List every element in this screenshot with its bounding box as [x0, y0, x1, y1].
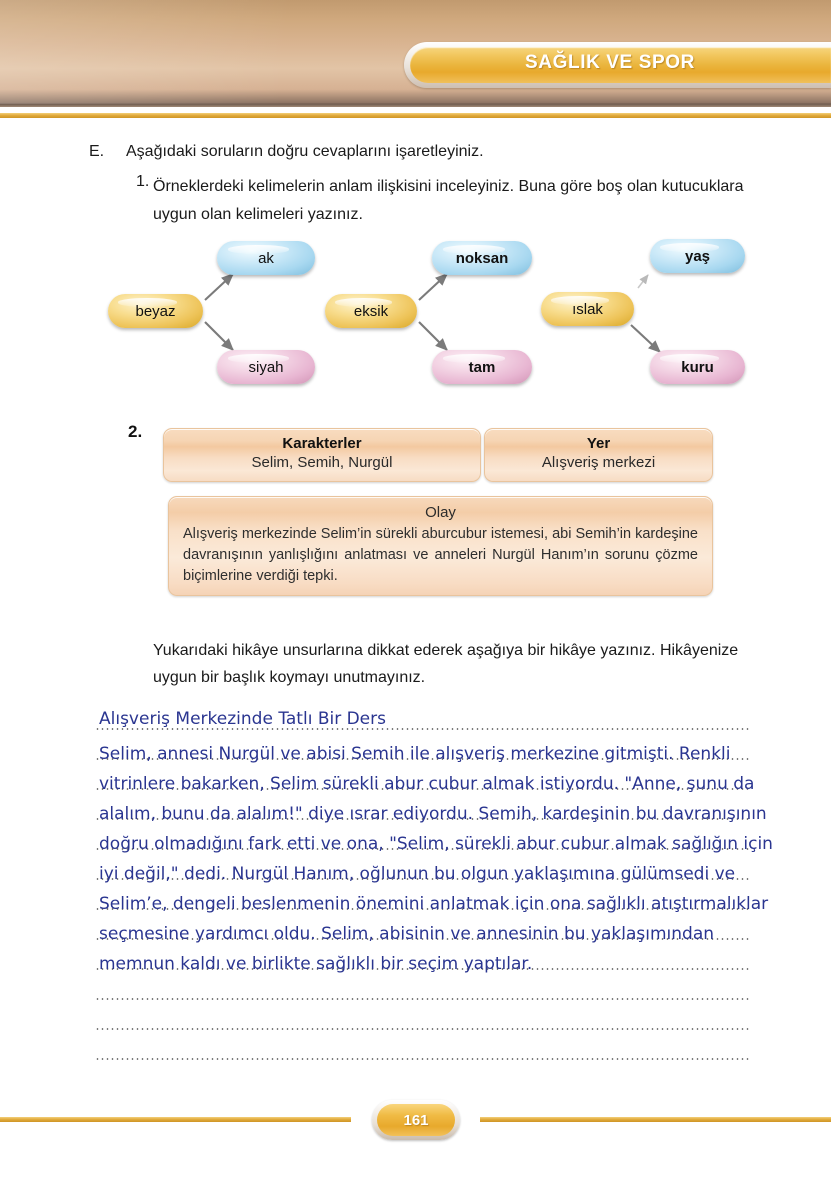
unit-title-capsule-inner: [410, 47, 831, 83]
header-rule-gold: [0, 113, 831, 118]
exercise-letter: E.: [89, 143, 105, 160]
word-pill-source-2: eksik: [325, 294, 417, 328]
word-pill-synonym-3[interactable]: yaş: [650, 239, 745, 273]
word-pill-source-1: beyaz: [108, 294, 203, 328]
footer-rule-right: [480, 1117, 831, 1122]
writing-line[interactable]: [95, 878, 751, 880]
question-1-instruction: Örneklerdeki kelimelerin anlam ilişkisin…: [153, 178, 744, 223]
answer-title[interactable]: Alışveriş Merkezinde Tatlı Bir Ders: [99, 709, 386, 729]
word-pill-antonym-2-label: tam: [468, 358, 496, 376]
word-pill-synonym-1[interactable]: ak: [217, 241, 315, 275]
event-box: Olay Alışveriş merkezinde Selim’in sürek…: [168, 496, 713, 596]
word-pill-synonym-1-label: ak: [258, 249, 274, 267]
writing-line[interactable]: [95, 818, 751, 820]
page-number: 161: [377, 1104, 455, 1136]
word-pill-antonym-3-label: kuru: [681, 358, 714, 376]
question-2-number: 2.: [128, 422, 143, 441]
word-pill-source-2-label: eksik: [353, 302, 389, 320]
word-pill-antonym-2[interactable]: tam: [432, 350, 532, 384]
word-pill-synonym-3-label: yaş: [684, 247, 711, 265]
exercise-instruction: Aşağıdaki soruların doğru cevaplarını iş…: [126, 143, 484, 160]
writing-line[interactable]: [95, 728, 751, 730]
word-pill-antonym-3[interactable]: kuru: [650, 350, 745, 384]
question-1-number: 1.: [136, 173, 150, 190]
answer-body[interactable]: Selim, annesi Nurgül ve abisi Semih ile …: [99, 744, 773, 974]
writing-line[interactable]: [95, 1028, 751, 1030]
writing-line[interactable]: [95, 908, 751, 910]
word-pill-source-3-label: ıslak: [572, 300, 603, 318]
word-pill-synonym-2[interactable]: noksan: [432, 241, 532, 275]
characters-box-title: Karakterler: [282, 435, 362, 452]
writing-line[interactable]: [95, 758, 751, 760]
writing-instruction: Yukarıdaki hikâye unsurlarına dikkat ede…: [153, 642, 739, 686]
event-box-text: Alışveriş merkezinde Selim’in sürekli ab…: [183, 526, 698, 584]
place-box-value: Alışveriş merkezi: [541, 454, 656, 471]
footer-rule-left: [0, 1117, 351, 1122]
event-box-title: Olay: [425, 504, 456, 521]
header-rule-dark: [0, 104, 831, 107]
unit-title: SAĞLIK VE SPOR: [525, 52, 695, 73]
word-pill-source-3: ıslak: [541, 292, 634, 326]
header-rule-gold-underline: [0, 118, 831, 120]
place-box: Yer Alışveriş merkezi: [484, 428, 713, 482]
word-pill-synonym-2-label: noksan: [455, 249, 509, 267]
characters-box: Karakterler Selim, Semih, Nurgül: [163, 428, 481, 482]
writing-line[interactable]: [95, 968, 751, 970]
writing-line[interactable]: [95, 788, 751, 790]
writing-line[interactable]: [95, 998, 751, 1000]
writing-line[interactable]: [95, 848, 751, 850]
header-rule-white: [0, 107, 831, 113]
word-pill-antonym-1-label: siyah: [248, 358, 284, 376]
word-pill-source-1-label: beyaz: [135, 302, 176, 320]
place-box-title: Yer: [586, 435, 611, 452]
word-pill-antonym-1[interactable]: siyah: [217, 350, 315, 384]
writing-line[interactable]: [95, 1058, 751, 1060]
writing-line[interactable]: [95, 938, 751, 940]
characters-box-value: Selim, Semih, Nurgül: [251, 454, 393, 471]
